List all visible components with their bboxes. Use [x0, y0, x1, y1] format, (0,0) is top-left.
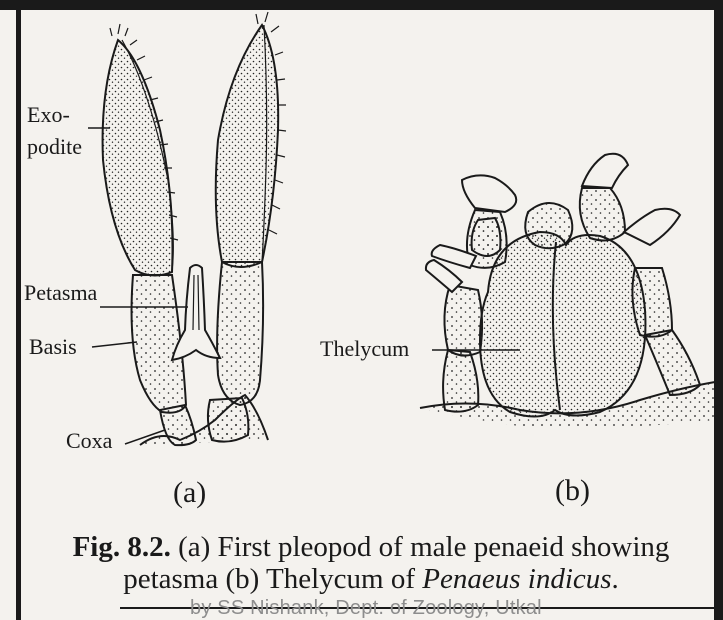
caption-text-part1: (a) First pleopod of male penaeid showin… — [171, 531, 670, 563]
caption-text-part2: petasma (b) Thelycum of — [123, 563, 422, 595]
label-thelycum: Thelycum — [320, 338, 409, 360]
right-basis-shape — [217, 262, 263, 405]
label-coxa: Coxa — [66, 430, 112, 452]
left-exopodite-shape — [103, 40, 173, 276]
pleopod-drawing — [103, 12, 286, 445]
leg-left-lower — [443, 350, 478, 412]
petasma-shape — [172, 265, 220, 360]
right-exopodite-shape — [216, 25, 278, 267]
thelycum-drawing — [420, 154, 715, 428]
leg-left-mid — [444, 285, 482, 356]
caption-text-end: . — [612, 563, 619, 595]
leg-right-upper — [580, 188, 625, 240]
credit-watermark: by SS Nishank, Dept. of Zoology, Utkal — [190, 597, 542, 620]
thelycum-shield — [480, 232, 645, 417]
leg-right-lower — [645, 330, 700, 395]
figure-caption: Fig. 8.2. (a) First pleopod of male pena… — [26, 532, 716, 596]
label-exopodite-line1: Exo- — [27, 104, 70, 126]
label-petasma: Petasma — [24, 282, 97, 304]
sublabel-a: (a) — [173, 478, 206, 508]
caption-fig-number: Fig. 8.2. — [73, 531, 171, 563]
sublabel-b: (b) — [555, 476, 590, 506]
label-exopodite-line2: podite — [27, 136, 82, 158]
label-basis: Basis — [29, 336, 77, 358]
caption-species: Penaeus indicus — [422, 563, 611, 595]
